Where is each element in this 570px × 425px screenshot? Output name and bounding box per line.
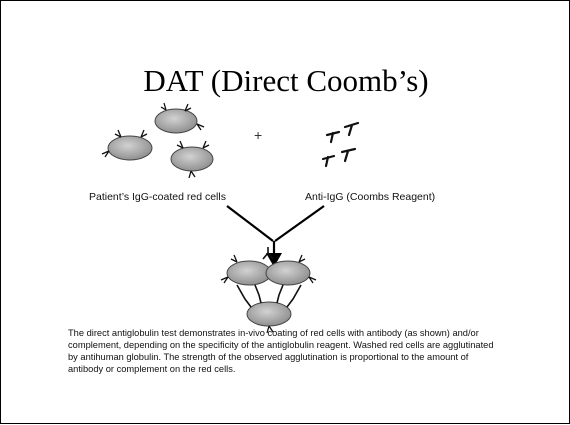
coated-red-cell (170, 140, 214, 179)
agglutinated-red-cell (265, 254, 317, 286)
agglutinated-red-cell (246, 301, 292, 334)
anti-igg-antibodies (321, 121, 360, 168)
coated-red-cell (101, 129, 153, 161)
cells-label: Patient’s IgG-coated red cells (89, 191, 226, 203)
description-text: The direct antiglobulin test demonstrate… (68, 328, 494, 374)
reagent-label: Anti-IgG (Coombs Reagent) (305, 191, 436, 203)
agglutinated-red-cell (220, 254, 272, 286)
reaction-arrow (226, 205, 325, 256)
cross-linking-antibodies (236, 247, 302, 308)
coated-red-cell (154, 102, 205, 134)
plus-sign: + (254, 127, 263, 143)
slide-title: DAT (Direct Coomb’s) (143, 63, 429, 98)
